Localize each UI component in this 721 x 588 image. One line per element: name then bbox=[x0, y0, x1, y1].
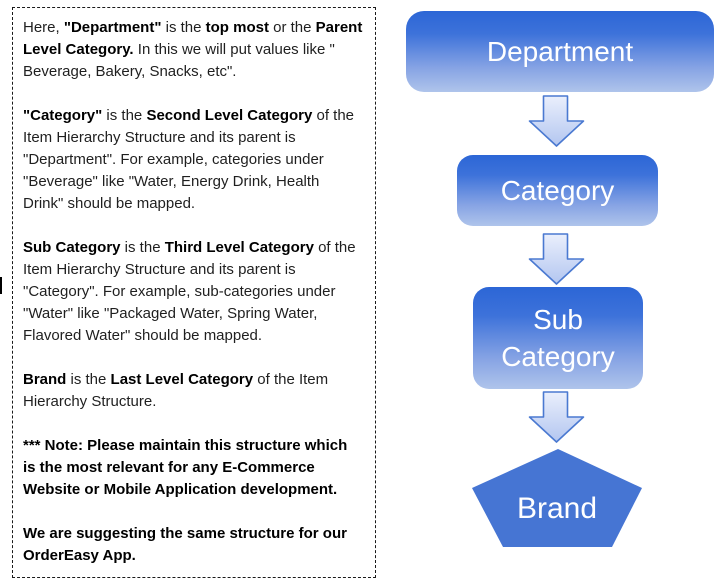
paragraph: *** Note: Please maintain this structure… bbox=[23, 437, 348, 498]
node-department[interactable]: Department bbox=[406, 11, 714, 92]
paragraph: We are suggesting the same structure for… bbox=[23, 525, 347, 564]
node-department-label: Department bbox=[486, 35, 634, 67]
pentagon-shape bbox=[472, 449, 642, 547]
node-brand-label: Brand bbox=[516, 492, 598, 525]
description-panel[interactable]: Here, "Department" is the top most or th… bbox=[12, 7, 376, 578]
paragraph: Brand is the Last Level Category of the … bbox=[23, 371, 329, 410]
text-cursor bbox=[0, 277, 2, 294]
node-category-label: Category bbox=[500, 174, 615, 206]
node-brand[interactable]: Brand bbox=[472, 449, 642, 547]
down-arrow-icon[interactable] bbox=[528, 95, 585, 148]
node-category[interactable]: Category bbox=[457, 155, 658, 226]
down-arrow-icon[interactable] bbox=[528, 233, 585, 286]
node-sub-category[interactable]: Sub Category bbox=[473, 287, 643, 389]
paragraph: "Category" is the Second Level Category … bbox=[23, 107, 355, 212]
down-arrow-icon[interactable] bbox=[528, 391, 585, 444]
paragraph: Here, "Department" is the top most or th… bbox=[23, 19, 363, 80]
paragraph: Sub Category is the Third Level Category… bbox=[23, 239, 356, 344]
node-sub-category-label: Sub Category bbox=[501, 304, 615, 372]
description-text: Here, "Department" is the top most or th… bbox=[23, 17, 363, 567]
